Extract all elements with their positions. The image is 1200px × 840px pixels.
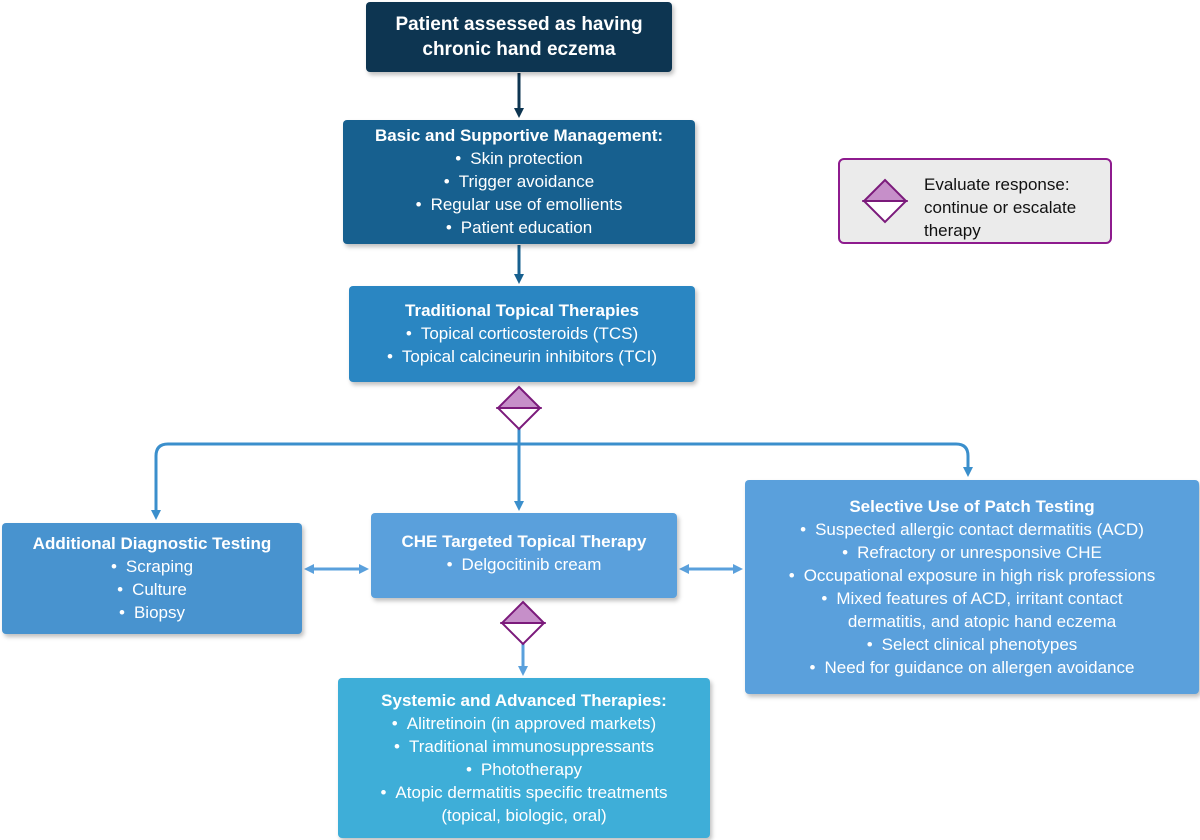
list-item: Alitretinoin (in approved markets) [380,712,667,735]
legend-box: Evaluate response: continue or escalate … [838,158,1112,244]
decision-diamond-icon [862,178,908,224]
list-item: Mixed features of ACD, irritant contact [789,587,1155,610]
start-title: Patient assessed as having chronic hand … [395,14,643,60]
diagnostic-testing-title: Additional Diagnostic Testing [32,534,272,553]
list-item: Topical corticosteroids (TCS) [387,322,657,345]
che-targeted-therapy-list: Delgocitinib cream [447,553,602,576]
decision-diamond-icon [500,600,546,646]
basic-management-box: Basic and Supportive Management: Skin pr… [343,120,695,244]
list-item: Traditional immunosuppressants [380,735,667,758]
patch-testing-list-cont: Select clinical phenotypes Need for guid… [810,633,1135,679]
patch-testing-box: Selective Use of Patch Testing Suspected… [745,480,1199,694]
che-targeted-therapy-title: CHE Targeted Topical Therapy [401,532,647,551]
systemic-therapies-list: Alitretinoin (in approved markets) Tradi… [380,712,667,804]
list-item: Scraping [111,555,193,578]
list-item: Phototherapy [380,758,667,781]
che-targeted-therapy-box: CHE Targeted Topical Therapy Delgocitini… [371,513,677,598]
legend-text: Evaluate response: continue or escalate … [924,175,1077,240]
list-item: Topical calcineurin inhibitors (TCI) [387,345,657,368]
traditional-therapies-title: Traditional Topical Therapies [405,301,639,320]
list-item: Biopsy [111,601,193,624]
list-item: Atopic dermatitis specific treatments [380,781,667,804]
decision-diamond-icon [496,385,542,431]
arrow-branch-to-diagnostic [151,442,519,520]
list-item-continuation: dermatitis, and atopic hand eczema [847,611,1117,631]
list-item: Occupational exposure in high risk profe… [789,564,1156,587]
patch-testing-title: Selective Use of Patch Testing [849,496,1095,516]
diagnostic-testing-list: Scraping Culture Biopsy [111,555,193,624]
list-item: Suspected allergic contact dermatitis (A… [789,518,1155,541]
arrow-branch-to-patch [519,442,973,477]
list-item: Select clinical phenotypes [810,633,1135,656]
list-item: Skin protection [416,147,623,170]
list-item: Regular use of emollients [416,193,623,216]
list-item: Need for guidance on allergen avoidance [810,656,1134,679]
list-item: Refractory or unresponsive CHE [789,541,1155,564]
basic-management-title: Basic and Supportive Management: [374,126,664,145]
systemic-therapies-box: Systemic and Advanced Therapies: Alitret… [338,678,710,838]
list-item-continuation: (topical, biologic, oral) [441,805,607,825]
list-item: Trigger avoidance [416,170,623,193]
start-box: Patient assessed as having chronic hand … [366,2,672,72]
systemic-therapies-title: Systemic and Advanced Therapies: [381,690,667,710]
traditional-therapies-box: Traditional Topical Therapies Topical co… [349,286,695,382]
basic-management-list: Skin protection Trigger avoidance Regula… [416,147,623,239]
list-item: Patient education [416,216,623,239]
diagnostic-testing-box: Additional Diagnostic Testing Scraping C… [2,523,302,634]
patch-testing-list: Suspected allergic contact dermatitis (A… [789,518,1156,610]
traditional-therapies-list: Topical corticosteroids (TCS) Topical ca… [387,322,657,368]
list-item: Culture [111,578,193,601]
list-item: Delgocitinib cream [447,553,602,576]
